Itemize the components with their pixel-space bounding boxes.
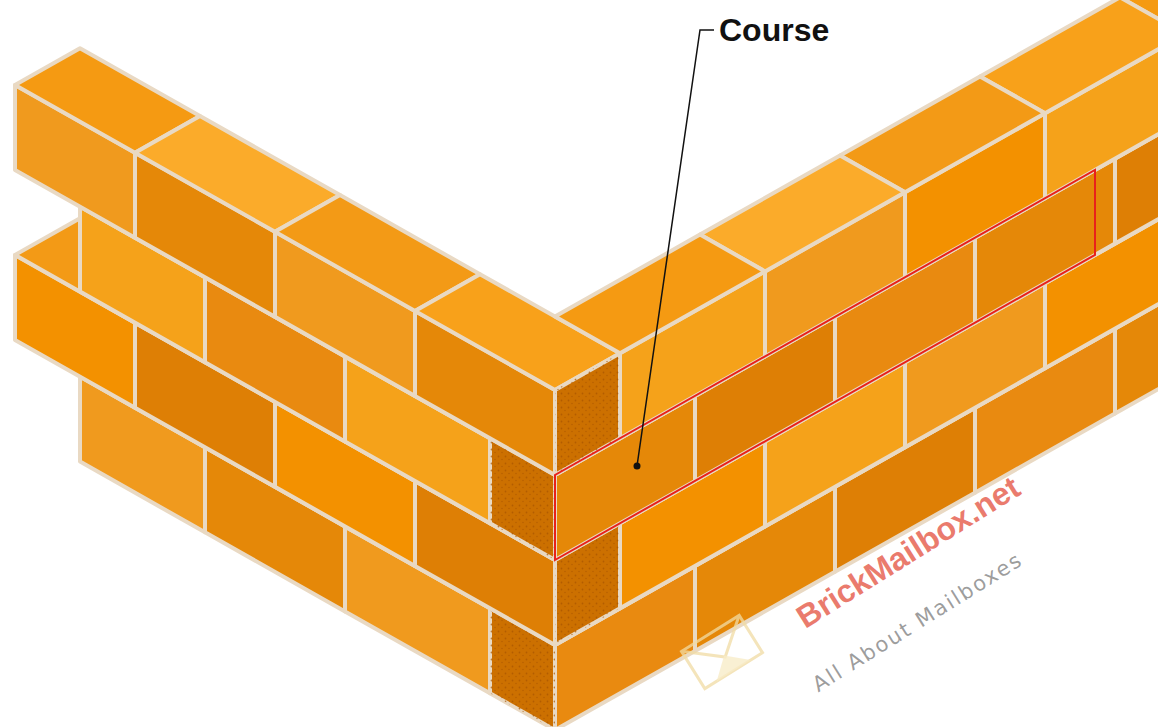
envelope-flap [682,615,755,675]
leader-line [634,30,715,470]
part-label: Course [719,12,829,48]
leader-line [637,30,714,466]
envelope-fill [707,645,750,681]
brick-courses [15,0,1158,727]
envelope-outline [682,615,763,688]
watermark-icon [682,615,763,688]
brick-top [555,235,765,354]
leader-dot [634,463,641,470]
